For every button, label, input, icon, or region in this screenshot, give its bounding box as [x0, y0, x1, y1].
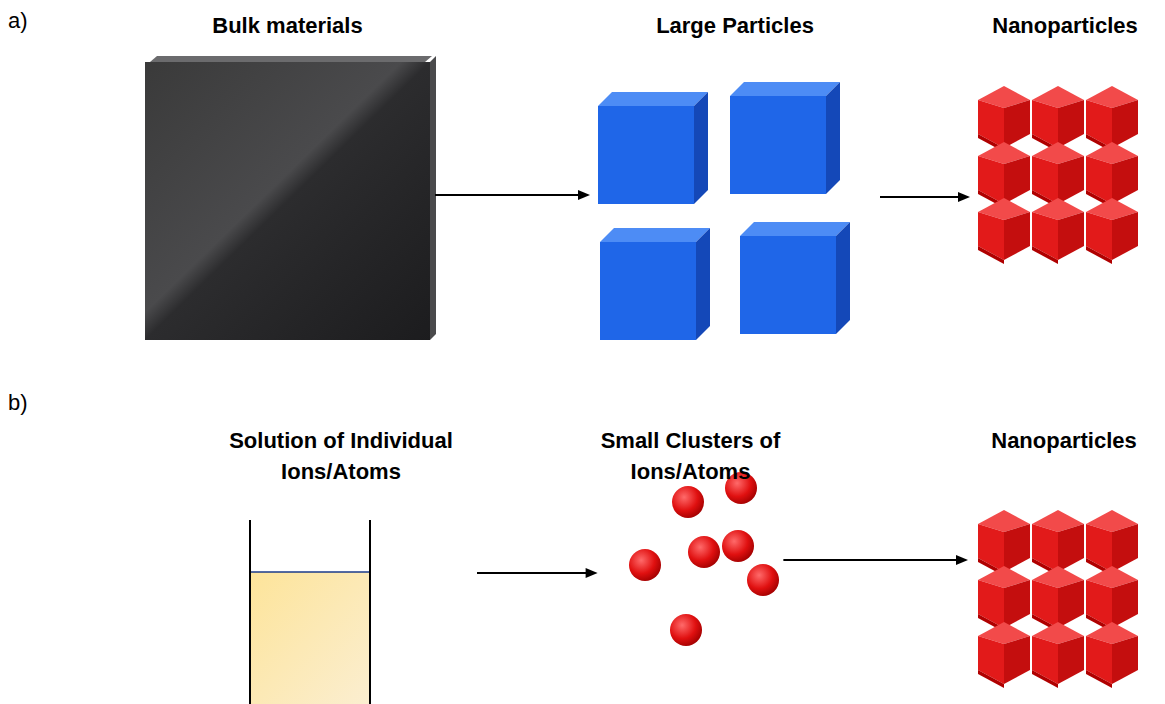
stage-heading: Bulk materials [140, 10, 435, 41]
stage-heading: Small Clusters of Ions/Atoms [598, 425, 784, 487]
bulk-block [145, 56, 436, 340]
illustration-stage: Bulk materials [140, 10, 435, 345]
illustration-stage: Large Particles [590, 10, 880, 370]
nanocrystal-grid [978, 86, 1138, 264]
panel-letter: b) [8, 390, 28, 416]
illustration-stage: Nanoparticles [968, 425, 1160, 695]
illustration-stage: Small Clusters of Ions/Atoms [598, 425, 784, 670]
panel-letter: a) [8, 8, 28, 34]
illustration-stage: Solution of Individual Ions/Atoms [205, 425, 477, 700]
process-arrow [435, 190, 590, 200]
process-arrow [783, 555, 968, 565]
cube-particles [598, 82, 850, 340]
illustration-stage: Nanoparticles [970, 10, 1160, 255]
beaker [250, 520, 370, 704]
process-arrow [880, 192, 970, 202]
stage-heading: Solution of Individual Ions/Atoms [205, 425, 477, 487]
stage-heading: Nanoparticles [968, 425, 1160, 456]
stage-heading: Nanoparticles [970, 10, 1160, 41]
process-arrow [477, 568, 598, 578]
nanocrystal-grid [978, 510, 1138, 688]
stage-heading: Large Particles [590, 10, 880, 41]
atom-clusters [629, 472, 779, 646]
